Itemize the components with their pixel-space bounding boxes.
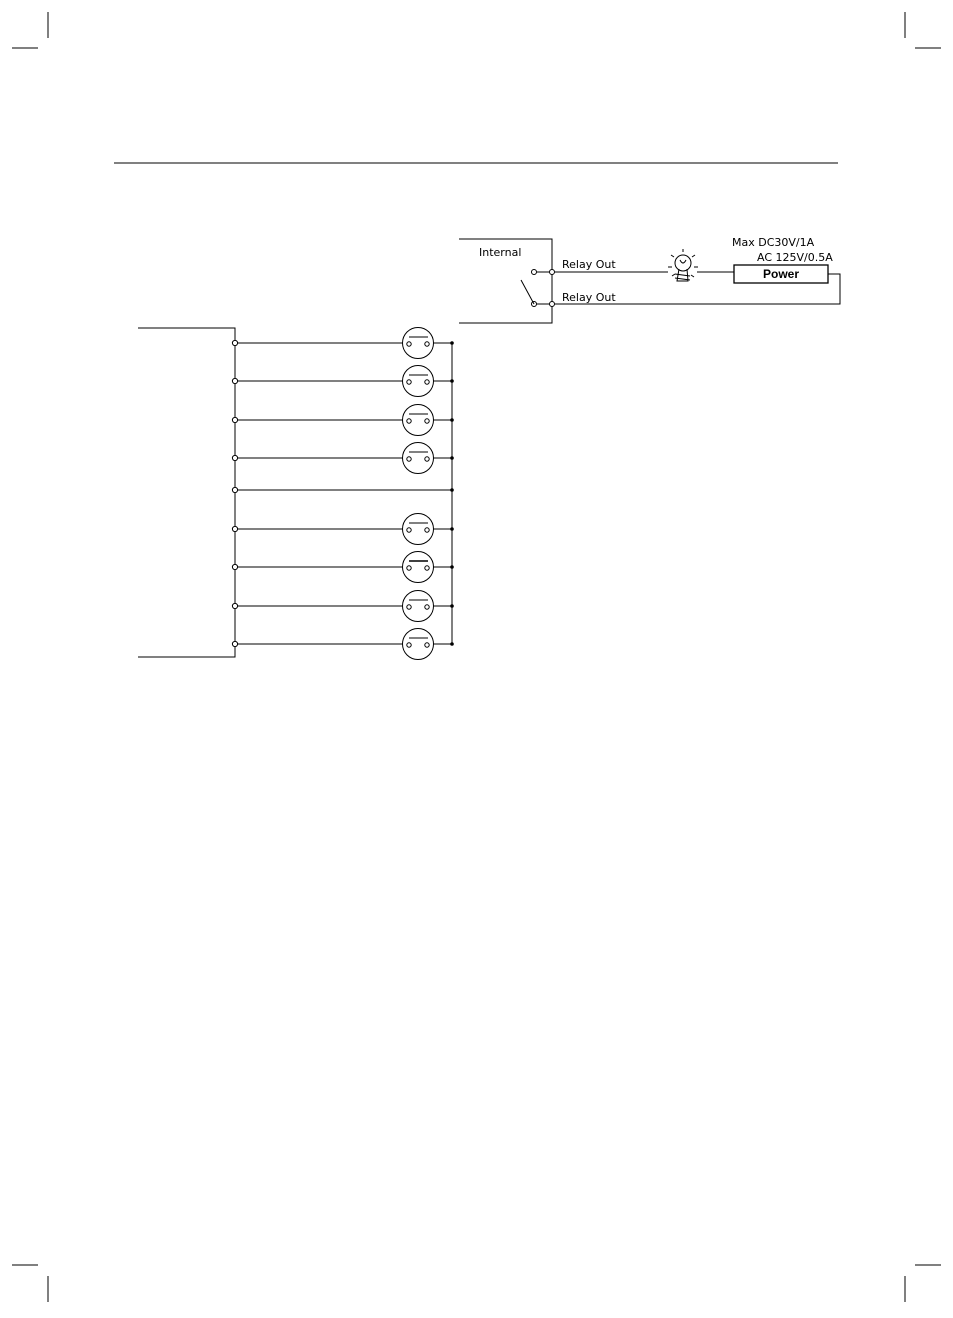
sensor-row [232, 629, 453, 660]
bus-junction [451, 457, 454, 460]
push-switch-icon [403, 629, 434, 660]
bus-junction [451, 380, 454, 383]
sensor-input-diagram [138, 328, 453, 660]
push-switch-icon [403, 591, 434, 622]
sensor-row [232, 591, 453, 622]
bus-junction [451, 489, 454, 492]
push-switch-icon [403, 514, 434, 545]
relay-out-terminal-bottom [550, 302, 555, 307]
sensor-terminal [232, 526, 237, 531]
sensor-terminal [232, 455, 237, 460]
push-switch-icon [403, 552, 434, 583]
sensor-row [232, 328, 453, 359]
push-switch-icon [403, 405, 434, 436]
sensor-terminal [232, 641, 237, 646]
relay-out-label-bottom: Relay Out [562, 291, 616, 304]
push-switch-icon [403, 328, 434, 359]
power-label: Power [763, 267, 799, 281]
bus-junction [451, 605, 454, 608]
sensor-terminal-block [138, 328, 235, 657]
sensor-row [232, 443, 453, 474]
ground-row [232, 487, 453, 492]
sensor-terminal [232, 564, 237, 569]
light-bulb-icon [668, 249, 698, 281]
bus-junction [451, 528, 454, 531]
sensor-terminal [232, 378, 237, 383]
push-switch-icon [403, 443, 434, 474]
bus-junction [451, 566, 454, 569]
bus-junction [451, 419, 454, 422]
max-rating-dc: Max DC30V/1A [732, 236, 815, 249]
relay-out-terminal-top [550, 270, 555, 275]
sensor-terminal [232, 417, 237, 422]
ground-terminal [232, 487, 237, 492]
sensor-row [232, 405, 453, 436]
bus-junction [451, 342, 454, 345]
max-rating-ac: AC 125V/0.5A [757, 251, 833, 264]
internal-label: Internal [479, 246, 521, 259]
sensor-terminal [232, 340, 237, 345]
push-switch-icon [403, 366, 434, 397]
sensor-row [232, 552, 453, 583]
sensor-row [232, 514, 453, 545]
sensor-row [232, 366, 453, 397]
relay-switch-arm [521, 280, 534, 304]
relay-out-label-top: Relay Out [562, 258, 616, 271]
bus-junction [451, 643, 454, 646]
sensor-terminal [232, 603, 237, 608]
internal-contact-top [532, 270, 537, 275]
